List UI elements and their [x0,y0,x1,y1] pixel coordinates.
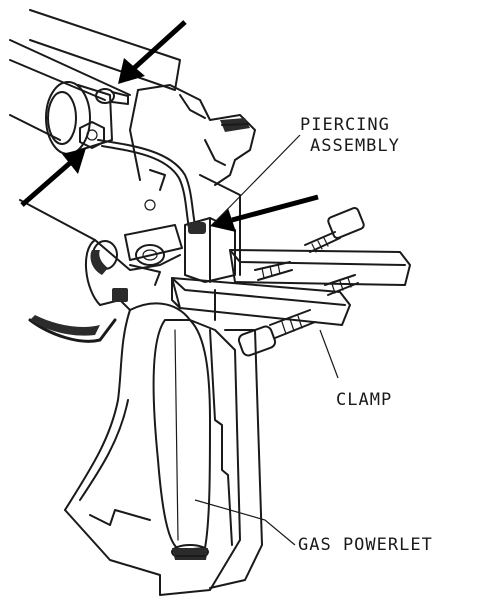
gas-tube [97,139,196,229]
arrow-left-nut [20,148,86,207]
grip-frame [64,302,263,596]
clamp-label: CLAMP [336,390,392,410]
barrel-assembly [9,9,181,155]
gas-powerlet-cylinder [152,319,211,560]
gas-powerlet-label: GAS POWERLET [298,535,433,555]
gas-powerlet-leader [194,499,296,546]
arrow-top-screw [118,20,187,84]
piercing-leader [214,134,301,223]
pistol-frame [19,199,183,343]
clamp-leader [319,329,339,379]
arrow-piercing-post [210,194,319,232]
piercing-label-line1: PIERCING [300,115,390,135]
hammer-block [129,84,256,211]
clamp-assembly [171,207,411,357]
piercing-label-line2: ASSEMBLY [310,136,400,156]
piercing-assembly-post [184,174,241,283]
